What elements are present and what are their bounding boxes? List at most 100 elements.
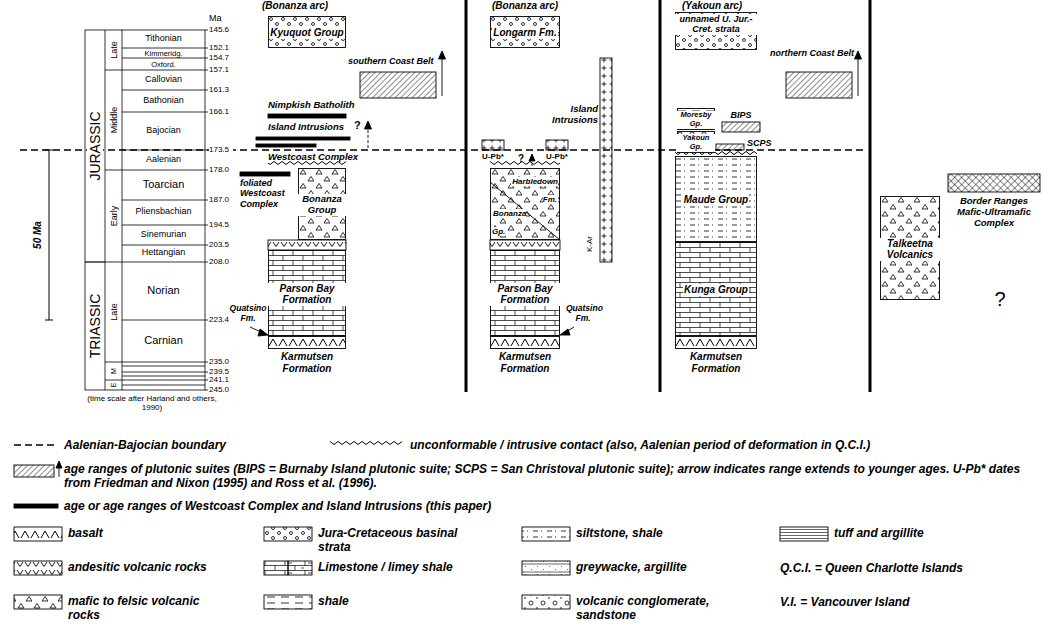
unit-fill <box>491 251 560 336</box>
strata-unit: Bonanza Group <box>298 168 346 240</box>
unit-fill <box>491 337 560 349</box>
unit-name: unnamed U. Jur.- Cret. strata <box>675 14 757 35</box>
age-bar <box>268 114 346 118</box>
legend-swatch <box>330 440 402 445</box>
unit-text-area: Karmutsen Formation <box>675 336 757 374</box>
unit-text-area: Moresby Gp. <box>677 108 715 130</box>
strata-unit: Harbledown Fm.Bonanza Gp. <box>490 168 560 240</box>
unit-ground <box>268 16 346 48</box>
plutonic-range-box <box>722 122 760 132</box>
unit-label: U-Pb* <box>476 152 510 161</box>
legend-text: greywacke, argillite <box>576 560 736 574</box>
unit-fill <box>676 337 757 349</box>
unit-name: Talkeetna Volcanics <box>880 238 940 261</box>
range-arrow <box>858 58 859 96</box>
legend-text: siltstone, shale <box>576 526 736 540</box>
time-scale <box>105 70 122 380</box>
stage-name: Aalenian <box>122 154 205 164</box>
time-scale <box>122 48 205 385</box>
stage-name: Bajocian <box>122 125 205 135</box>
abbreviation-note: Q.C.I. = Queen Charlotte Islands <box>780 562 1040 576</box>
unit-text-area: Kyuquot Group <box>268 16 346 48</box>
strata-unit: Talkeetna Volcanics <box>880 196 940 300</box>
unit-name: Karmutsen Formation <box>268 351 346 374</box>
stage-name: Bathonian <box>122 95 205 105</box>
stage-name: Hettangian <box>122 247 205 257</box>
age-value: 187.0 <box>209 196 233 204</box>
unit-name: Karmutsen Formation <box>490 351 560 374</box>
unit-ground <box>675 242 757 336</box>
strata-unit: Parson Bay Formation <box>268 250 346 336</box>
age-bar <box>256 137 350 140</box>
column-divider <box>466 0 870 392</box>
source-note: (time scale after Harland and others, 19… <box>86 394 218 412</box>
intrusion-bar <box>600 58 612 262</box>
arrow-head <box>560 329 570 335</box>
legend-swatch <box>522 561 570 575</box>
stage-name: Norian <box>122 284 205 297</box>
dated-intrusion-box <box>546 140 568 150</box>
unit-name: Parson Bay Formation <box>490 283 560 306</box>
age-value: 223.4 <box>209 316 233 324</box>
unit-fill <box>299 169 346 240</box>
epoch-name: Early <box>108 206 118 227</box>
time-scale <box>85 30 205 390</box>
plutonic-range-box <box>786 72 852 98</box>
epoch-name: Middle <box>108 107 118 134</box>
legend-text: volcanic conglomerate, sandstone <box>576 594 736 622</box>
unit-ground <box>490 336 560 388</box>
age-value: 178.0 <box>209 166 233 174</box>
legend-text: Limestone / limey shale <box>318 560 468 574</box>
unit-label: Quatsino Fm. <box>566 304 600 324</box>
legend-swatch <box>264 527 312 541</box>
unit-ground <box>490 168 560 240</box>
unit-fill <box>676 243 757 336</box>
legend-text: tuff and argillite <box>834 526 1034 540</box>
column-artwork <box>240 51 1040 336</box>
unit-name: Bonanza Gp. <box>492 209 526 236</box>
strata-unit: Maude Group <box>675 156 757 242</box>
unit-label: Border Ranges Mafic-Ultramafic Complex <box>946 196 1042 229</box>
period-name: JURASSIC <box>87 108 103 183</box>
arrow-head <box>258 329 268 336</box>
legend-swatch <box>56 461 62 468</box>
age-bar <box>240 172 290 176</box>
arrow-head <box>855 51 862 59</box>
stage-name: Kimmeridg. <box>122 49 205 58</box>
age-value: 239.5 <box>209 368 233 376</box>
arrow-head <box>529 154 535 161</box>
epoch-name: E <box>109 383 117 388</box>
scale-bar-label: 50 Ma <box>32 221 44 249</box>
age-value: 203.5 <box>209 241 233 249</box>
strata-unit: Longarm Fm. <box>490 16 560 48</box>
age-value: 208.0 <box>209 258 233 266</box>
unit-text-area: Parson Bay Formation <box>268 250 346 336</box>
stage-name: Sinemurian <box>122 229 205 239</box>
range-arrow <box>442 58 443 96</box>
legend-text: age or age ranges of Westcoast Complex a… <box>64 499 784 513</box>
mafic-ultramafic-box <box>948 174 1040 192</box>
legend-swatch <box>14 504 58 508</box>
legend-text: Aalenian-Bajocian boundary <box>64 438 314 452</box>
age-bar <box>256 144 316 147</box>
time-scale <box>205 30 208 390</box>
legend-text: age ranges of plutonic suites (BIPS = Bu… <box>64 462 1039 490</box>
unit-fill <box>678 132 715 153</box>
stage-name: Tithonian <box>122 33 205 43</box>
legend-text: shale <box>318 594 468 608</box>
time-scale <box>85 30 208 390</box>
unit-label: Island Intrusions <box>544 104 598 126</box>
legend-swatch <box>780 527 828 541</box>
unit-name: Maude Group <box>683 194 749 206</box>
unit-text-area: Karmutsen Formation <box>268 336 346 374</box>
unit-ground <box>268 250 346 336</box>
age-value: 157.1 <box>209 66 233 74</box>
unit-text-area: Karmutsen Formation <box>490 336 560 374</box>
unit-ground <box>298 168 346 240</box>
unit-fill <box>676 157 757 242</box>
unit-text-area: Maude Group <box>675 156 757 242</box>
age-value: 173.5 <box>209 146 233 154</box>
strata-unit: Parson Bay Formation <box>490 250 560 336</box>
strata-unit: Karmutsen Formation <box>675 336 757 388</box>
